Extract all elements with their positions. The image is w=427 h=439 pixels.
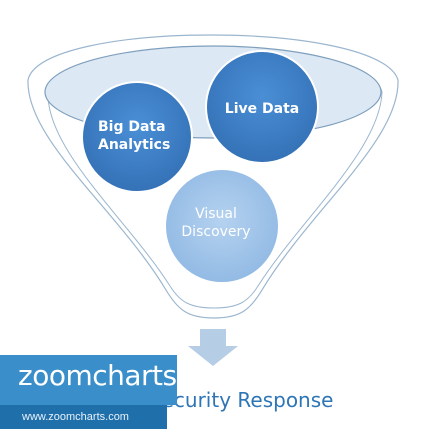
circle-big-data-analytics — [81, 81, 193, 193]
watermark-url: www.zoomcharts.com — [0, 405, 167, 429]
down-arrow-icon — [188, 329, 238, 366]
node-big-data-analytics: Big Data Analytics — [98, 118, 184, 154]
node-live-data-label: Live Data — [224, 101, 300, 117]
node-big-data-label-line2: Analytics — [98, 137, 171, 154]
watermark-logo: zoomcharts — [18, 359, 177, 392]
circle-live-data — [205, 50, 319, 164]
watermark-banner — [0, 355, 177, 405]
circle-visual-discovery — [164, 168, 280, 284]
node-big-data-label-line1: Big Data — [98, 119, 166, 135]
node-visual-discovery: Visual Discovery — [166, 205, 266, 241]
node-visual-label-line1: Visual — [195, 206, 237, 222]
node-visual-label-line2: Discovery — [181, 224, 251, 241]
node-live-data: Live Data — [222, 100, 302, 118]
